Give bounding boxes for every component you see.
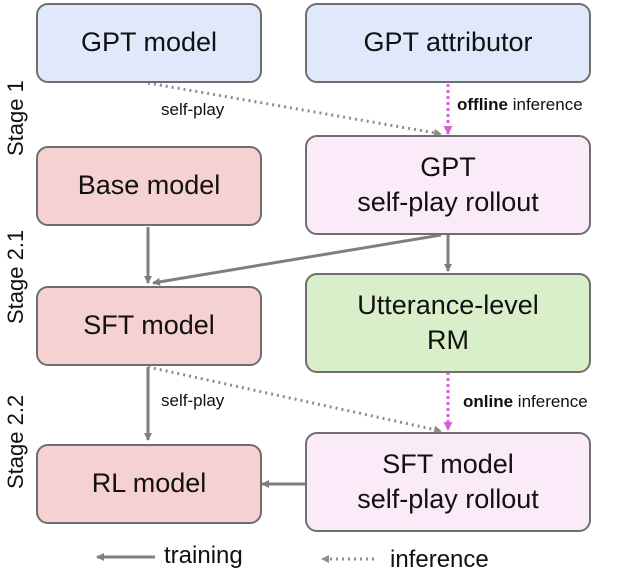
self-play-label-2: self-play	[161, 391, 225, 410]
gpt-attributor-label: GPT attributor	[363, 27, 533, 58]
inference-arrow-gpt-model-to-rollout	[147, 81, 442, 137]
online-inference-label: online inference	[463, 392, 588, 412]
stage-2-1-label: Stage 2.1	[3, 229, 28, 324]
inference-arrow-sft-to-rollout	[147, 365, 442, 434]
base-model-box: Base model	[36, 146, 262, 226]
sft-rollout-line2: self-play rollout	[357, 484, 539, 514]
offline-word: offline	[457, 95, 508, 114]
sft-model-box: SFT model	[36, 286, 262, 366]
rm-line1: Utterance-level	[357, 289, 539, 320]
offline-inference-label: offline inference	[457, 95, 583, 115]
gpt-self-play-rollout-box: GPT self-play rollout	[305, 135, 591, 235]
training-arrow-rollout-to-sft	[152, 233, 442, 286]
online-inference-word: inference	[513, 392, 588, 411]
gpt-model-box: GPT model	[36, 3, 262, 83]
gpt-attributor-box: GPT attributor	[305, 3, 591, 83]
stage-2-2-label: Stage 2.2	[3, 394, 28, 489]
online-word: online	[463, 392, 514, 411]
gpt-rollout-line2: self-play rollout	[357, 187, 539, 217]
legend-inference-label: inference	[390, 546, 489, 573]
self-play-label-1: self-play	[161, 100, 225, 119]
gpt-rollout-line1: GPT	[420, 151, 476, 182]
sft-self-play-rollout-box: SFT model self-play rollout	[305, 432, 591, 532]
utterance-level-rm-box: Utterance-level RM	[305, 273, 591, 373]
gpt-model-label: GPT model	[80, 27, 218, 58]
offline-inference-word: inference	[508, 95, 583, 114]
sft-rollout-line1: SFT model	[382, 448, 514, 479]
base-model-label: Base model	[77, 170, 221, 201]
legend-training-label: training	[164, 542, 243, 569]
stage-1-label: Stage 1	[3, 80, 28, 156]
rl-model-label: RL model	[91, 468, 207, 499]
sft-model-label: SFT model	[83, 310, 215, 341]
rm-line2: RM	[427, 325, 469, 355]
rl-model-box: RL model	[36, 444, 262, 524]
